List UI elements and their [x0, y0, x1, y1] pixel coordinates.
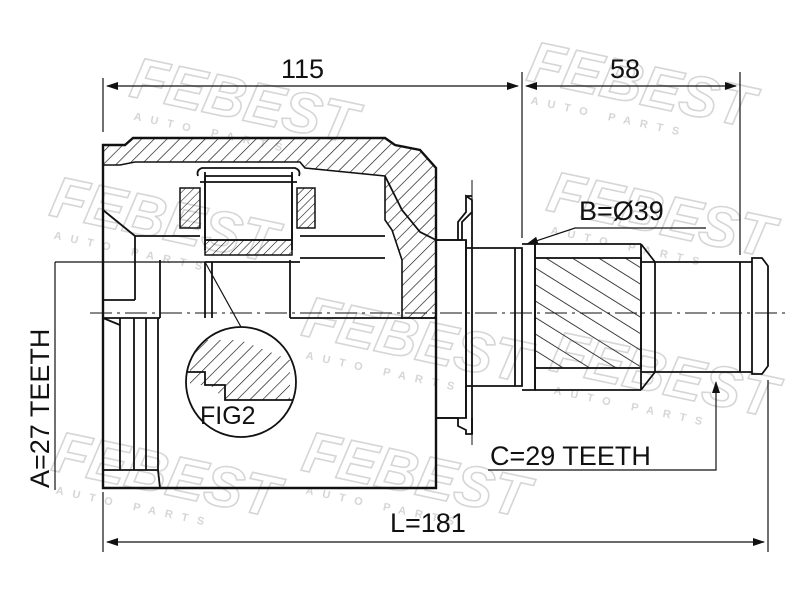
dim-leader-c	[488, 381, 720, 471]
detail-leader-line	[204, 261, 242, 328]
dim-label-a: A=27 TEETH	[25, 329, 55, 488]
detail-circle: FIG2	[185, 261, 297, 438]
dim-label-115: 115	[281, 54, 324, 84]
roller-left-cap	[179, 187, 201, 229]
roller-right-cap	[296, 187, 316, 229]
housing-outline	[101, 136, 438, 490]
shaft-tip	[739, 257, 769, 375]
tripod-roller-assembly	[179, 167, 316, 318]
cavity-chamfer	[102, 209, 136, 237]
dim-leader-b	[526, 227, 706, 245]
dim-label-c: C=29 TEETH	[490, 441, 651, 471]
dim-label-181: L=181	[390, 508, 466, 538]
shaft-smooth-section	[640, 244, 740, 390]
tripod-spider-section	[204, 239, 293, 256]
shaft-neck	[514, 247, 523, 387]
housing	[101, 136, 438, 490]
dim-label-58: 58	[610, 54, 640, 84]
dim-label-b: B=Ø39	[579, 196, 664, 226]
dimensions: 115 58 B=Ø39 A=27 TEETH C=29 TEETH L=181	[25, 54, 769, 552]
detail-figure-label: FIG2	[200, 402, 256, 430]
housing-grooves	[102, 317, 161, 489]
